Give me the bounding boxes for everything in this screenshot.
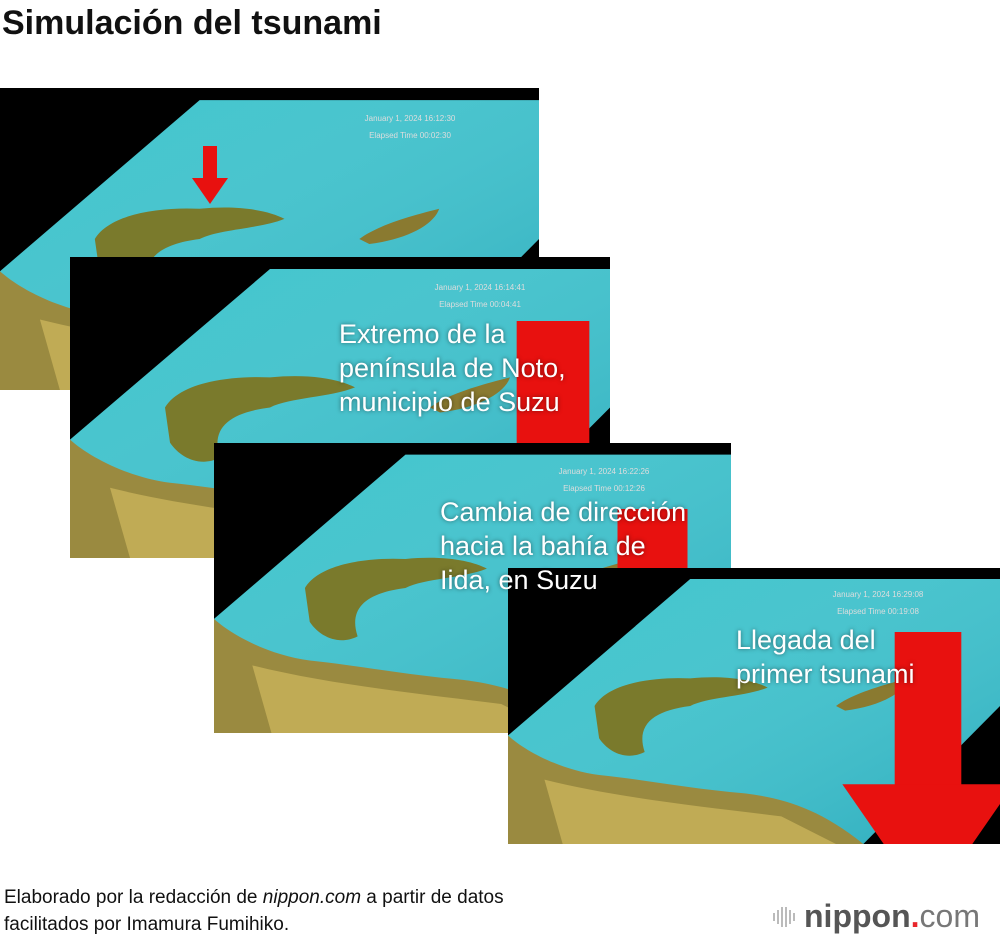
timestamp: January 1, 2024 16:22:26: [558, 467, 650, 476]
timestamp: January 1, 2024 16:12:30: [364, 114, 456, 123]
page-title: Simulación del tsunami: [2, 4, 382, 42]
red-arrow-icon: [192, 146, 228, 204]
nippon-logo: nippon.com: [772, 898, 980, 935]
sound-wave-icon: [773, 906, 795, 927]
elapsed-time: Elapsed Time 00:04:41: [439, 300, 521, 309]
site-link: nippon.com: [262, 887, 362, 908]
timestamp: January 1, 2024 16:29:08: [832, 590, 924, 599]
source-credit: Elaborado por la redacción de nippon.com…: [4, 887, 504, 935]
elapsed-time: Elapsed Time 00:12:26: [563, 484, 645, 493]
elapsed-time: Elapsed Time 00:02:30: [369, 131, 451, 140]
timestamp: January 1, 2024 16:14:41: [434, 283, 526, 292]
elapsed-time: Elapsed Time 00:19:08: [837, 607, 919, 616]
